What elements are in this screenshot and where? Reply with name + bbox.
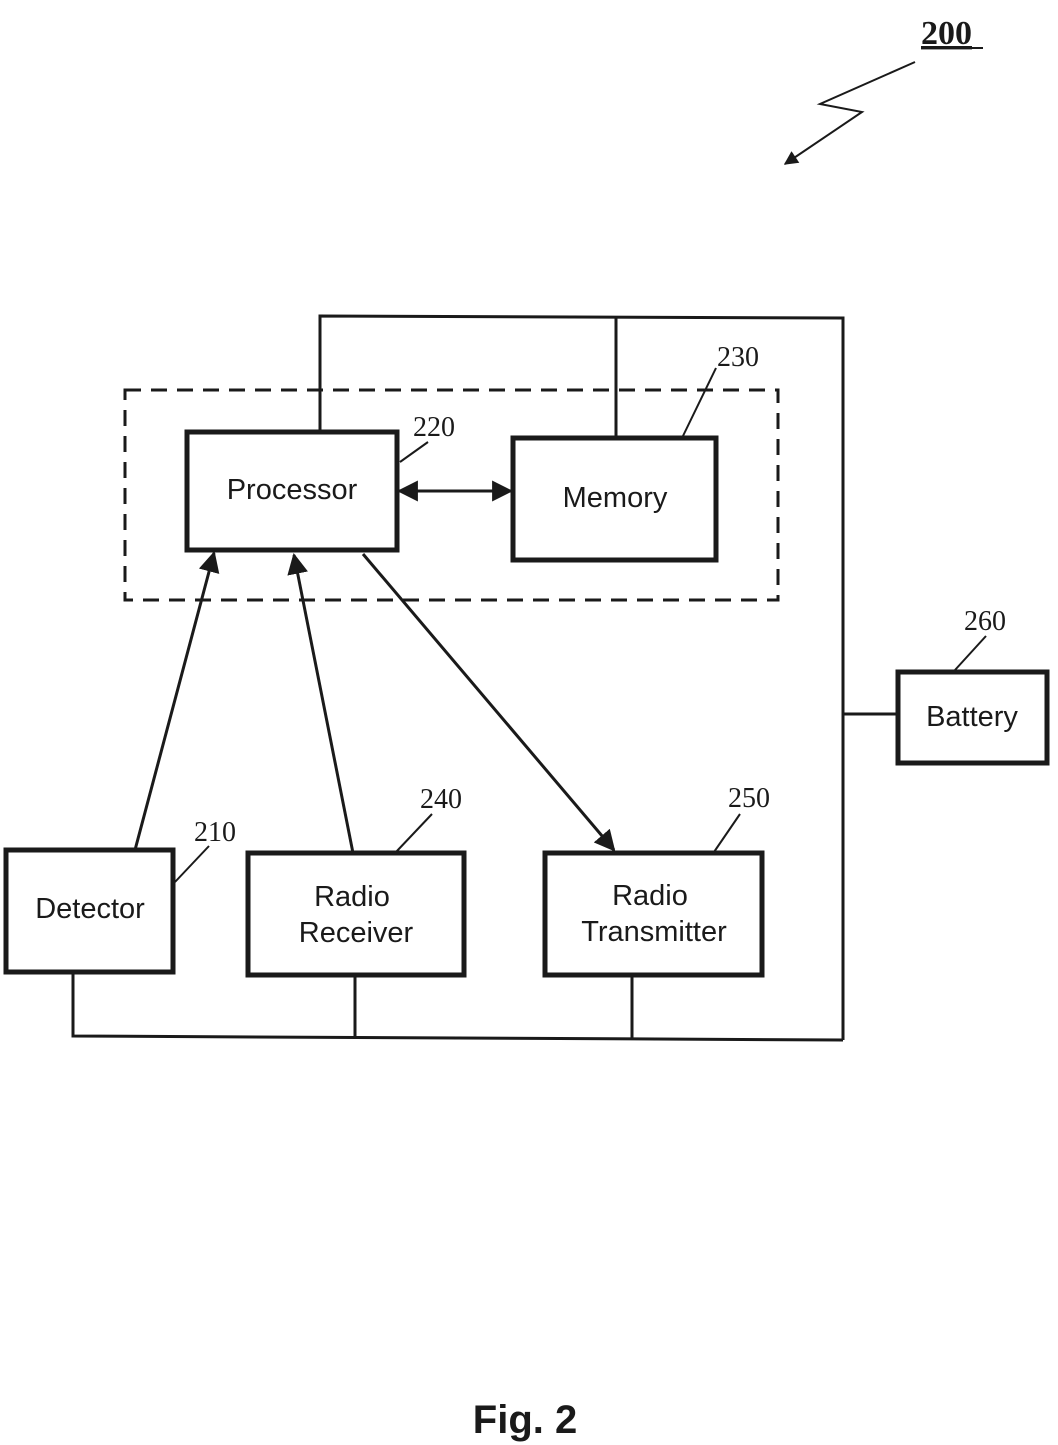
radio-transmitter-ref: 250 bbox=[728, 783, 770, 814]
detector-to-processor-arrow bbox=[133, 550, 220, 851]
radio-receiver-block: Radio Receiver bbox=[245, 850, 467, 978]
battery-ref: 260 bbox=[964, 606, 1006, 637]
radio-receiver-label-line-1: Radio bbox=[314, 881, 390, 913]
figure-pointer-squiggle bbox=[783, 61, 916, 165]
processor-ref: 220 bbox=[413, 412, 455, 443]
processor-block: Processor bbox=[184, 429, 400, 553]
radio-transmitter-label: Radio Transmitter bbox=[581, 880, 727, 948]
radio-receiver-label-line-2: Receiver bbox=[299, 917, 414, 949]
figure-caption: Fig. 2 bbox=[473, 1398, 577, 1442]
detector-ref: 210 bbox=[194, 817, 236, 848]
radio-transmitter-label-line-1: Radio bbox=[612, 880, 688, 912]
detector-ref-leader bbox=[174, 845, 210, 883]
memory-ref: 230 bbox=[717, 342, 759, 373]
memory-label: Memory bbox=[563, 482, 668, 514]
radio-transmitter-ref-leader bbox=[713, 813, 741, 853]
memory-ref-leader bbox=[681, 367, 717, 439]
radio-receiver-ref: 240 bbox=[420, 784, 462, 815]
battery-ref-leader bbox=[954, 635, 987, 671]
detector-block: Detector bbox=[3, 847, 176, 975]
radio-transmitter-block: Radio Transmitter bbox=[542, 850, 765, 978]
memory-block: Memory bbox=[510, 435, 719, 563]
processing-unit-boundary bbox=[123, 388, 780, 602]
radio-transmitter-label-line-2: Transmitter bbox=[581, 916, 727, 948]
radio-receiver-label: Radio Receiver bbox=[299, 881, 414, 949]
processor-label: Processor bbox=[227, 474, 358, 506]
detector-label: Detector bbox=[35, 893, 145, 925]
figure-number: 200 bbox=[921, 15, 972, 52]
processor-to-transmitter-arrow bbox=[361, 553, 616, 852]
power-bus-top bbox=[318, 314, 845, 1040]
radio-receiver-ref-leader bbox=[395, 813, 433, 853]
battery-label: Battery bbox=[926, 701, 1018, 733]
processor-ref-leader bbox=[399, 441, 429, 463]
receiver-to-processor-arrow bbox=[287, 552, 355, 854]
power-bus-bottom bbox=[71, 972, 844, 1042]
battery-block: Battery bbox=[895, 669, 1050, 766]
